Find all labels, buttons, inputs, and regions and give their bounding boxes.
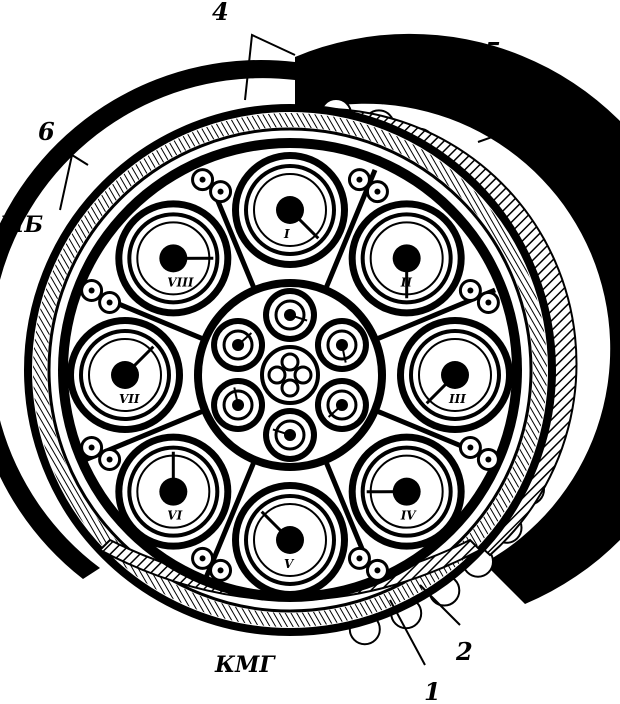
interstitial-pair [191, 168, 233, 204]
label-1: 1 [424, 677, 441, 704]
interstitial-pair [347, 168, 389, 204]
central-small-tube [211, 378, 266, 432]
large-tube: II [348, 200, 465, 317]
label-mb: МБ [0, 212, 43, 238]
k-armour-band [295, 33, 620, 604]
large-tube-mark: II [400, 275, 413, 289]
central-small-tube [263, 288, 317, 342]
central-small-tube [314, 318, 369, 372]
interstitial-pair [458, 279, 500, 315]
main-sheath-hatched-ring [33, 113, 547, 627]
interstitial-pair [191, 546, 233, 582]
large-tube: VI [115, 433, 232, 550]
central-small-tube [211, 318, 266, 372]
central-small-tube [263, 408, 317, 462]
interstitial-pair [347, 546, 389, 582]
label-5: 5 [484, 37, 501, 66]
large-tube-mark: V [284, 557, 295, 571]
large-tube: III [397, 317, 513, 433]
large-tube: IV [348, 433, 465, 550]
label-3: 3 [560, 102, 577, 131]
main-sheath-inner-line [47, 127, 533, 613]
label-4: 4 [212, 0, 229, 26]
label-2: 2 [455, 637, 473, 666]
large-tube-mark: I [283, 227, 290, 241]
central-small-tube [314, 378, 369, 432]
label-k: К [603, 212, 620, 238]
large-tube-mark: IV [400, 509, 418, 523]
large-tube: VII [67, 317, 183, 433]
interstitial-pairs [80, 168, 500, 582]
interstitial-pair [458, 435, 500, 471]
large-tube-mark: VI [167, 509, 182, 523]
label-6: 6 [38, 117, 55, 146]
large-tube: I [232, 152, 348, 268]
large-tube: VIII [115, 200, 232, 317]
large-tube-mark: III [448, 392, 466, 406]
large-tube-mark: VII [119, 392, 140, 406]
large-tube: V [232, 482, 348, 598]
central-core [260, 345, 320, 405]
leader-lines [59, 33, 541, 666]
central-small-tubes [211, 288, 369, 462]
interstitial-pair [80, 279, 122, 315]
interstitial-pair [80, 435, 122, 471]
large-tube-mark: VIII [167, 275, 194, 289]
label-kmg: КМГ [214, 652, 276, 678]
